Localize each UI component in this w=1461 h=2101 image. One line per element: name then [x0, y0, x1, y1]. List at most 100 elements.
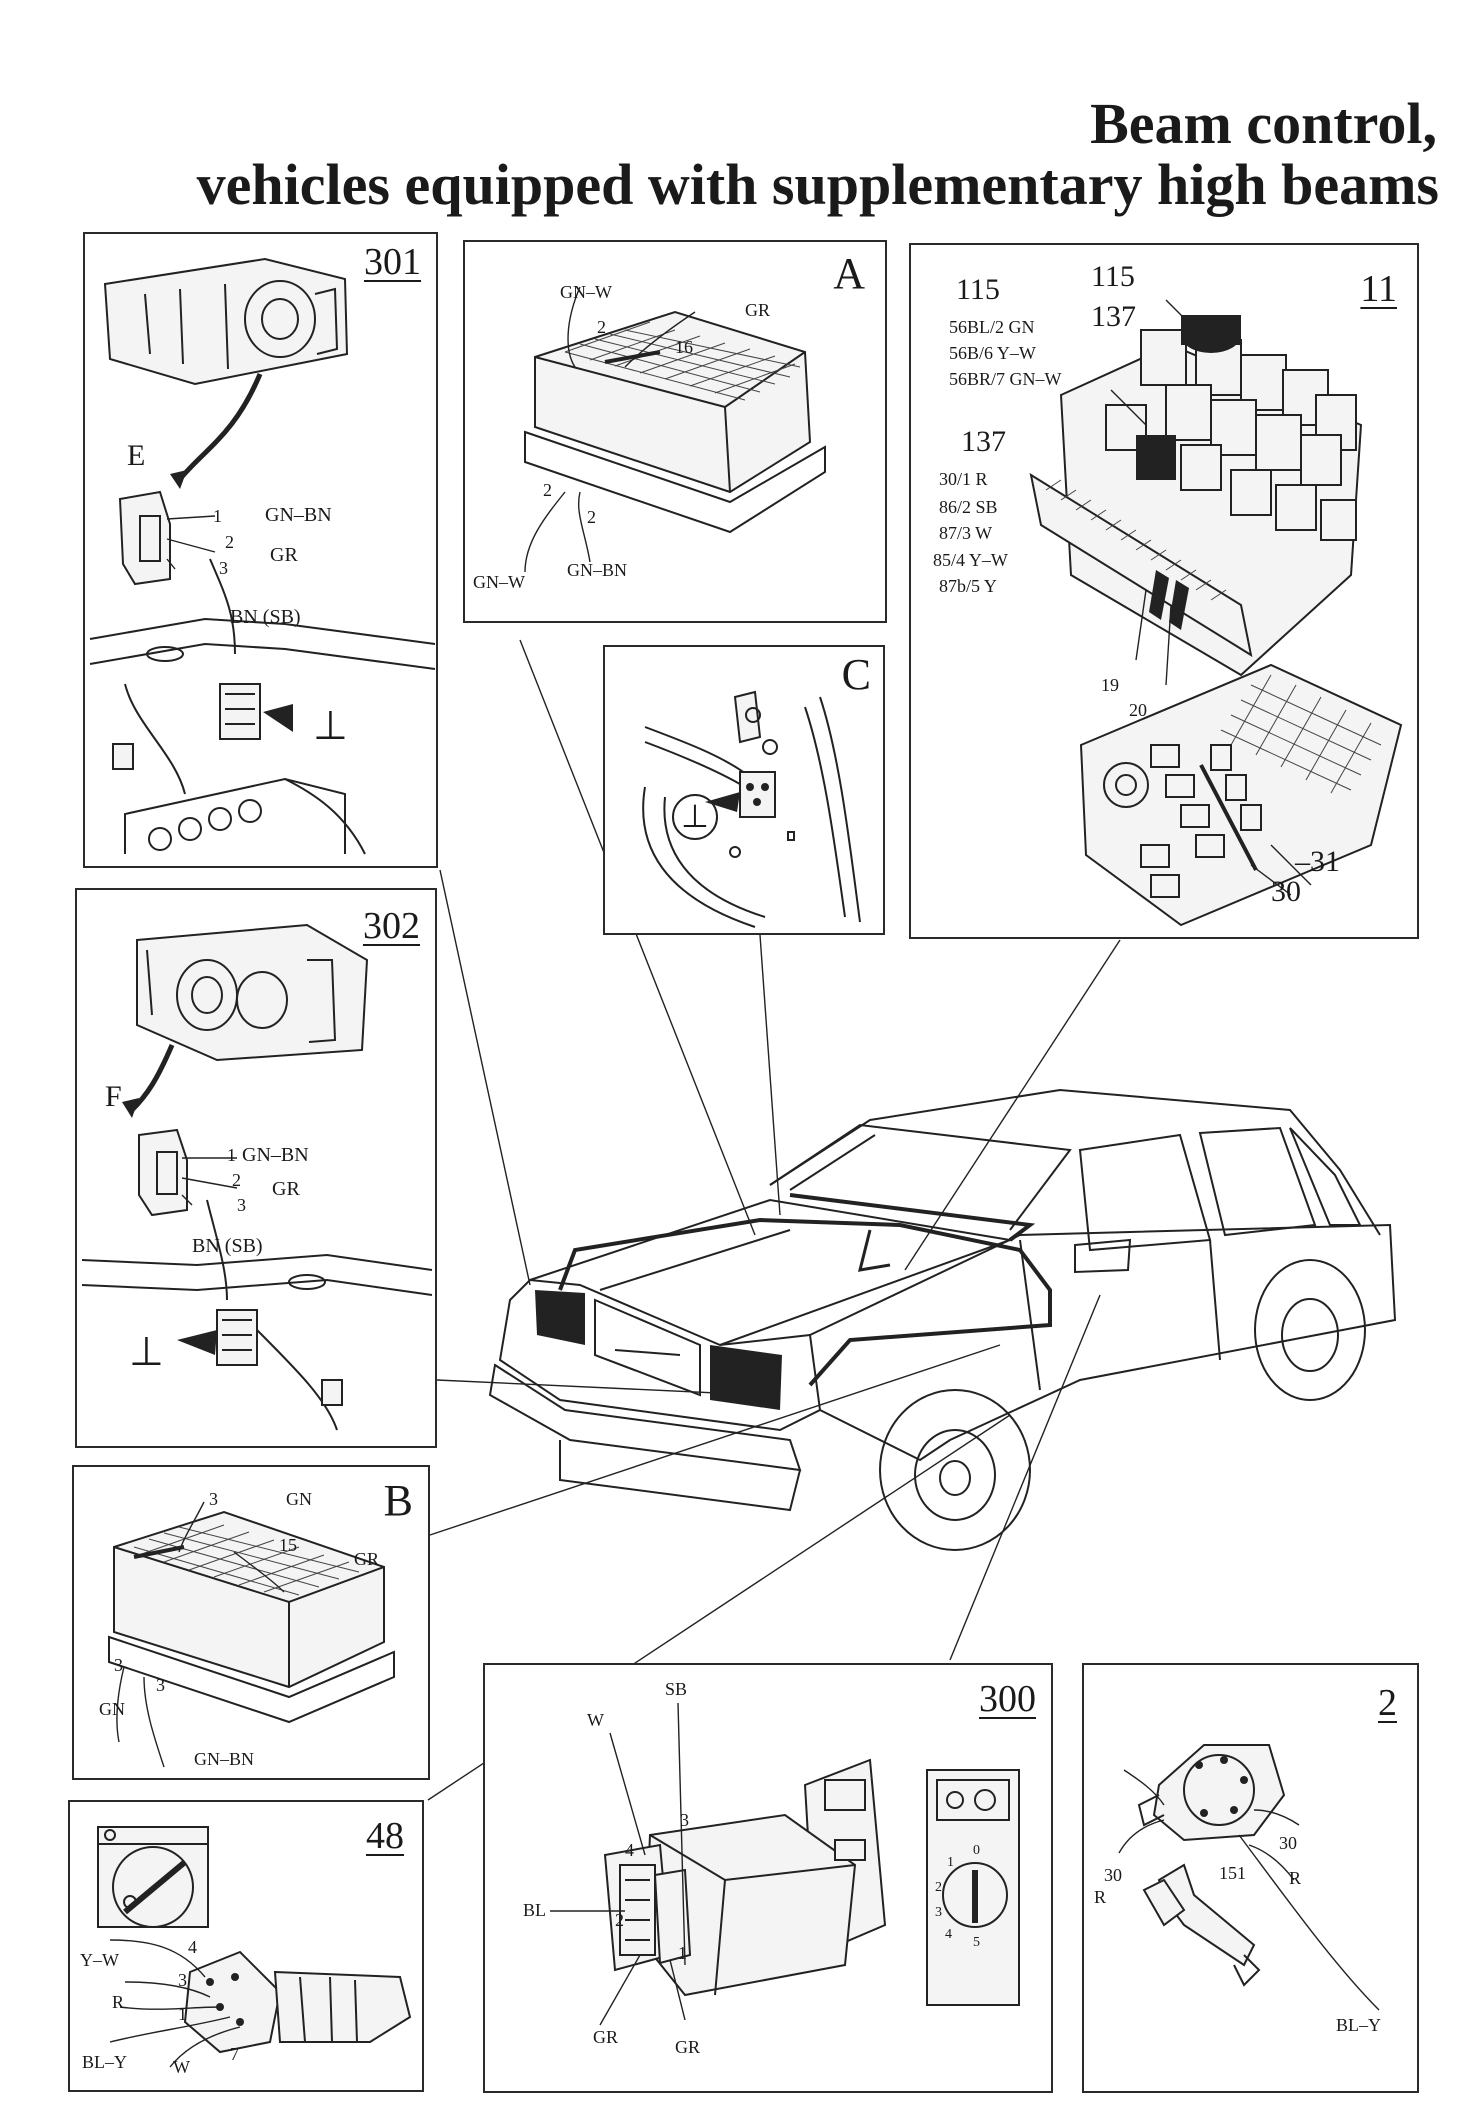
panel-301: 301 E 1 GN–BN 2 GR 3 BN (SB) ⊥	[83, 232, 438, 868]
dial-position-5: 5	[973, 1935, 980, 1950]
panel-number: 11	[1360, 268, 1397, 310]
wire-yw: Y–W	[80, 1950, 119, 1970]
callout-137: 137	[1091, 300, 1136, 333]
relay-137-pin-5: 87b/5 Y	[939, 576, 997, 596]
panel-B: B 3 GN 15 GR 3 3 GN GN–BN	[72, 1465, 430, 1780]
panel-11: 11 115 56BL/2 GN 56B/6 Y–W 56BR/7 GN–W 1…	[909, 243, 1419, 939]
top-pin: 3	[209, 1489, 218, 1509]
panel-letter: A	[833, 249, 865, 298]
pin-1-number: 1	[213, 506, 222, 526]
dial-position-3: 3	[935, 1905, 942, 1920]
relay-137-pin-2: 86/2 SB	[939, 497, 998, 517]
panel-number: 48	[366, 1815, 404, 1857]
pin-3-number: 3	[237, 1195, 246, 1215]
ignition-switch-drawing	[1118, 1744, 1380, 2011]
ground-symbol-icon: ⊥	[129, 1329, 164, 1374]
pin-30-left: 30	[1104, 1865, 1122, 1885]
leader-line-301	[439, 869, 531, 1286]
panel-letter: B	[383, 1476, 413, 1525]
fuse-19-label: 19	[1101, 675, 1119, 695]
pin-7: 7	[230, 2044, 239, 2064]
leader-line-C	[759, 934, 781, 1216]
pin-3-number: 3	[219, 558, 228, 578]
panel-C: C ⊥	[603, 645, 885, 935]
panel-300: 300 SB W 4 3 BL 2 1 GR GR 0 1 2 3 4 5	[483, 1663, 1053, 2093]
wire-r-right: R	[1289, 1868, 1302, 1888]
pin-2: 2	[615, 1910, 624, 1930]
wire-gr-2: GR	[675, 2037, 701, 2057]
fuse-connector-A-drawing	[524, 286, 826, 573]
car-illustration	[488, 1088, 1397, 1551]
dial-position-2: 2	[935, 1880, 942, 1895]
panel-letter: C	[841, 650, 871, 699]
ground-symbol-icon: ⊥	[681, 798, 709, 834]
pin-151: 151	[1219, 1863, 1246, 1883]
relay-137-pin-3: 87/3 W	[939, 523, 993, 543]
bottom-pin-2: 2	[587, 507, 596, 527]
wire-sb: SB	[665, 1679, 688, 1699]
bottom-wire-1: GN–W	[473, 572, 525, 592]
fuse-31-label: –31	[1295, 845, 1340, 878]
relay-137-pin-1: 30/1 R	[939, 469, 988, 489]
mid-pin: 15	[279, 1535, 297, 1555]
pin-1: 1	[678, 1943, 687, 1963]
relay-137-title: 137	[961, 425, 1006, 458]
pin-2-number: 2	[225, 532, 234, 552]
relay-115-pin-1: 56BL/2 GN	[949, 317, 1035, 337]
panel-number: 2	[1378, 1682, 1397, 1724]
dial-position-0: 0	[973, 1843, 980, 1858]
panel-48: 48 4 Y–W 3 R 1 7 BL–Y W	[68, 1800, 424, 2092]
pin-30-right: 30	[1279, 1833, 1297, 1853]
panel-number: 301	[364, 241, 421, 283]
ground-symbol-icon: ⊥	[313, 703, 348, 748]
pin-3: 3	[680, 1810, 689, 1830]
connector-letter-F: F	[105, 1080, 122, 1113]
fuse-20-label: 20	[1129, 700, 1147, 720]
ground-wire-label: BN (SB)	[230, 606, 301, 628]
bottom-wire: GN–BN	[194, 1749, 255, 1769]
pin-3: 3	[178, 1970, 187, 1990]
wire-gr-1: GR	[593, 2027, 619, 2047]
page-title-line2: vehicles equipped with supplementary hig…	[196, 152, 1439, 217]
relay-115-pin-2: 56B/6 Y–W	[949, 343, 1036, 363]
pin-4: 4	[188, 1937, 197, 1957]
headlamp-rear-drawing	[89, 257, 436, 855]
wire-bly: BL–Y	[1336, 2015, 1381, 2035]
top-left-pin: 2	[597, 317, 606, 337]
leader-line-A	[519, 639, 756, 1236]
leader-line-300	[949, 1294, 1101, 1661]
panel-A: A GN–W 2 GR 16 2 2 GN–W GN–BN	[463, 240, 887, 623]
top-wire: GN	[286, 1489, 312, 1509]
leader-line-302	[436, 1379, 761, 1396]
panel-number: 300	[979, 1678, 1036, 1720]
wire-w: W	[587, 1710, 604, 1730]
bottom-pin-1: 2	[543, 480, 552, 500]
pin-1-wire: GN–BN	[265, 504, 332, 526]
wire-r-left: R	[1094, 1887, 1107, 1907]
pin-1-wire: GN–BN	[242, 1144, 309, 1166]
wire-bly: BL–Y	[82, 2052, 127, 2072]
pin-2-wire: GR	[272, 1178, 300, 1200]
leader-line-B	[429, 1344, 1001, 1536]
pin-1: 1	[178, 2004, 187, 2024]
light-switch-drawing	[97, 1826, 412, 2068]
relay-115-title: 115	[956, 273, 1000, 306]
bottom-wire-2: GN–BN	[567, 560, 628, 580]
dial-position-1: 1	[947, 1855, 954, 1870]
ground-wire-label: BN (SB)	[192, 1235, 263, 1257]
pin-4: 4	[625, 1840, 634, 1860]
top-right-pin: 16	[675, 337, 693, 357]
beam-relay-switch-drawing	[550, 1702, 1020, 2026]
wire-bl: BL	[523, 1900, 547, 1920]
wire-r: R	[112, 1992, 125, 2012]
fuse-connector-B-drawing	[108, 1501, 395, 1768]
wire-w: W	[173, 2057, 190, 2077]
pin-1-number: 1	[227, 1145, 236, 1165]
panel-2: 2 30 R 30 R 151 BL–Y	[1082, 1663, 1419, 2093]
left-pin-2: 3	[156, 1675, 165, 1695]
mid-wire: GR	[354, 1549, 380, 1569]
page-title-line1: Beam control,	[1090, 91, 1437, 156]
ground-point-C-drawing	[642, 690, 861, 928]
connector-letter-E: E	[127, 439, 146, 472]
